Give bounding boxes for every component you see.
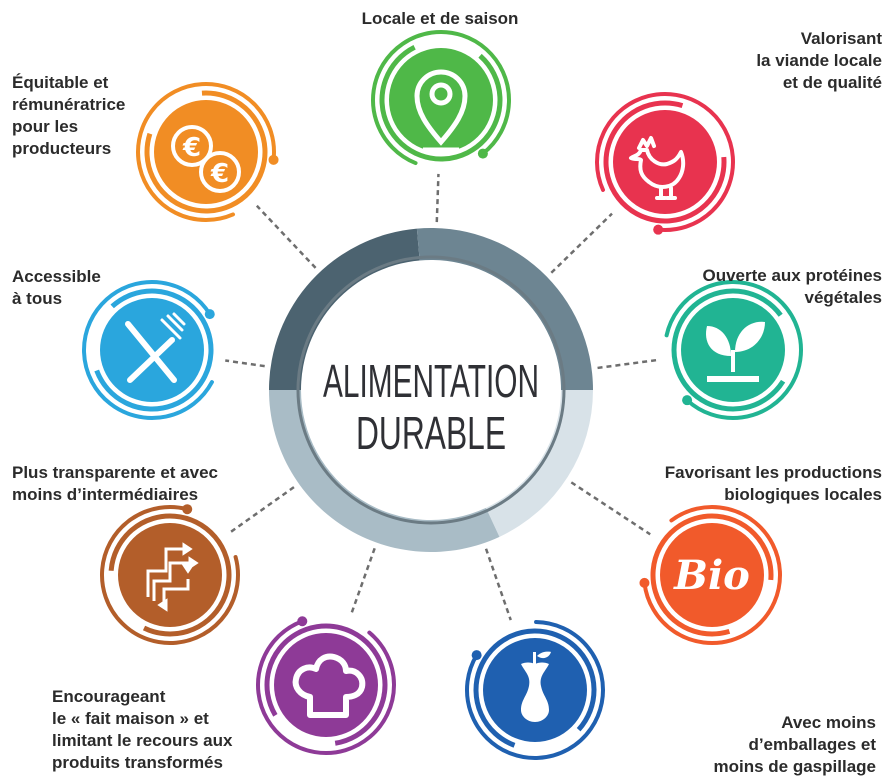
ring-segment-light xyxy=(269,390,500,552)
badge-outer-arc xyxy=(256,619,396,755)
badge-arc-dot xyxy=(653,224,664,235)
ring-segment-pale xyxy=(485,390,593,537)
badge-outer-arc xyxy=(465,620,605,760)
badge-inner-arc xyxy=(379,38,503,162)
label-homemade: Encourageant le « fait maison » et limit… xyxy=(52,687,233,772)
flow-arrows-icon xyxy=(146,542,199,612)
label-local-meat: Valorisant la viande locale et de qualit… xyxy=(756,29,882,92)
apple-core-icon xyxy=(521,651,551,722)
label-local-seasonal: Locale et de saison xyxy=(361,9,519,28)
svg-text:Bio: Bio xyxy=(673,552,750,599)
connector-line xyxy=(349,547,376,616)
center-title-line2: DURABLE xyxy=(356,407,506,459)
badge-outer-arc xyxy=(595,92,735,232)
location-pin-icon xyxy=(414,69,468,153)
label-accessible: Accessible à tous xyxy=(12,267,101,308)
bio-icon: Bio xyxy=(673,552,750,599)
label-transparency: Plus transparente et avec moins d’interm… xyxy=(12,463,218,504)
rooster-icon xyxy=(629,136,686,200)
ring-segment-mid xyxy=(416,227,593,390)
label-organic: Favorisant les productions biologiques l… xyxy=(664,463,882,504)
badge-outer-arc xyxy=(100,505,240,645)
badge-inner-arc xyxy=(264,623,388,747)
badge-disc xyxy=(613,110,717,214)
badge-outer-arc xyxy=(642,505,782,645)
center-title-line1: ALIMENTATION xyxy=(323,355,539,407)
badge-arc-dot xyxy=(268,154,279,165)
connector-line xyxy=(570,481,651,536)
connector-line xyxy=(229,486,295,534)
connector-line xyxy=(435,173,440,223)
sprout-icon xyxy=(706,321,765,382)
badge-disc xyxy=(389,48,493,152)
badge-homemade xyxy=(256,616,396,755)
badge-arc-dot xyxy=(471,650,482,661)
badge-outer-arc xyxy=(82,280,214,420)
badge-local-seasonal xyxy=(371,30,511,166)
knife-fork-icon xyxy=(125,312,186,383)
central-ring: ALIMENTATION DURABLE xyxy=(269,227,593,552)
euro-coins-icon: € € xyxy=(171,125,241,193)
badge-outer-arc xyxy=(664,280,803,420)
badge-outer-arc xyxy=(371,30,511,166)
badge-arc-dot xyxy=(639,577,650,588)
badge-inner-arc xyxy=(90,288,214,412)
badge-arc-dot xyxy=(182,504,193,515)
badge-inner-arc xyxy=(473,628,597,752)
connector-line xyxy=(255,204,317,269)
svg-text:€: € xyxy=(210,159,229,189)
badge-inner-arc xyxy=(108,513,232,637)
badge-organic xyxy=(639,505,782,645)
ring-segment-dark xyxy=(269,228,420,390)
label-less-packaging: Avec moins d’emballages et moins de gasp… xyxy=(713,713,877,776)
connector-line xyxy=(484,548,512,621)
connector-line xyxy=(597,358,660,370)
connector-line xyxy=(550,212,613,274)
ring-inner-shadow xyxy=(296,255,566,525)
badge-inner-arc xyxy=(650,513,774,637)
badge-inner-arc xyxy=(603,100,727,224)
badge-outer-arc xyxy=(136,82,276,222)
badge-arc-dot xyxy=(682,395,693,406)
connector-line xyxy=(225,359,265,368)
badge-inner-arc xyxy=(671,288,795,412)
badge-arc-dot xyxy=(477,148,488,159)
ring-inner-disc xyxy=(303,262,559,518)
connector-lines xyxy=(225,173,660,621)
badge-disc xyxy=(274,633,378,737)
label-plant-protein: Ouverte aux protéines végétales xyxy=(702,266,882,307)
badge-local-meat xyxy=(595,92,735,235)
label-fair-trade: Équitable et rémunératrice pour les prod… xyxy=(12,73,126,158)
chef-hat-icon xyxy=(292,653,366,718)
badge-arc-dot xyxy=(297,616,308,627)
badge-arc-dot xyxy=(204,309,215,320)
badge-disc xyxy=(660,523,764,627)
badge-inner-arc xyxy=(144,90,268,214)
svg-text:€: € xyxy=(182,133,201,163)
